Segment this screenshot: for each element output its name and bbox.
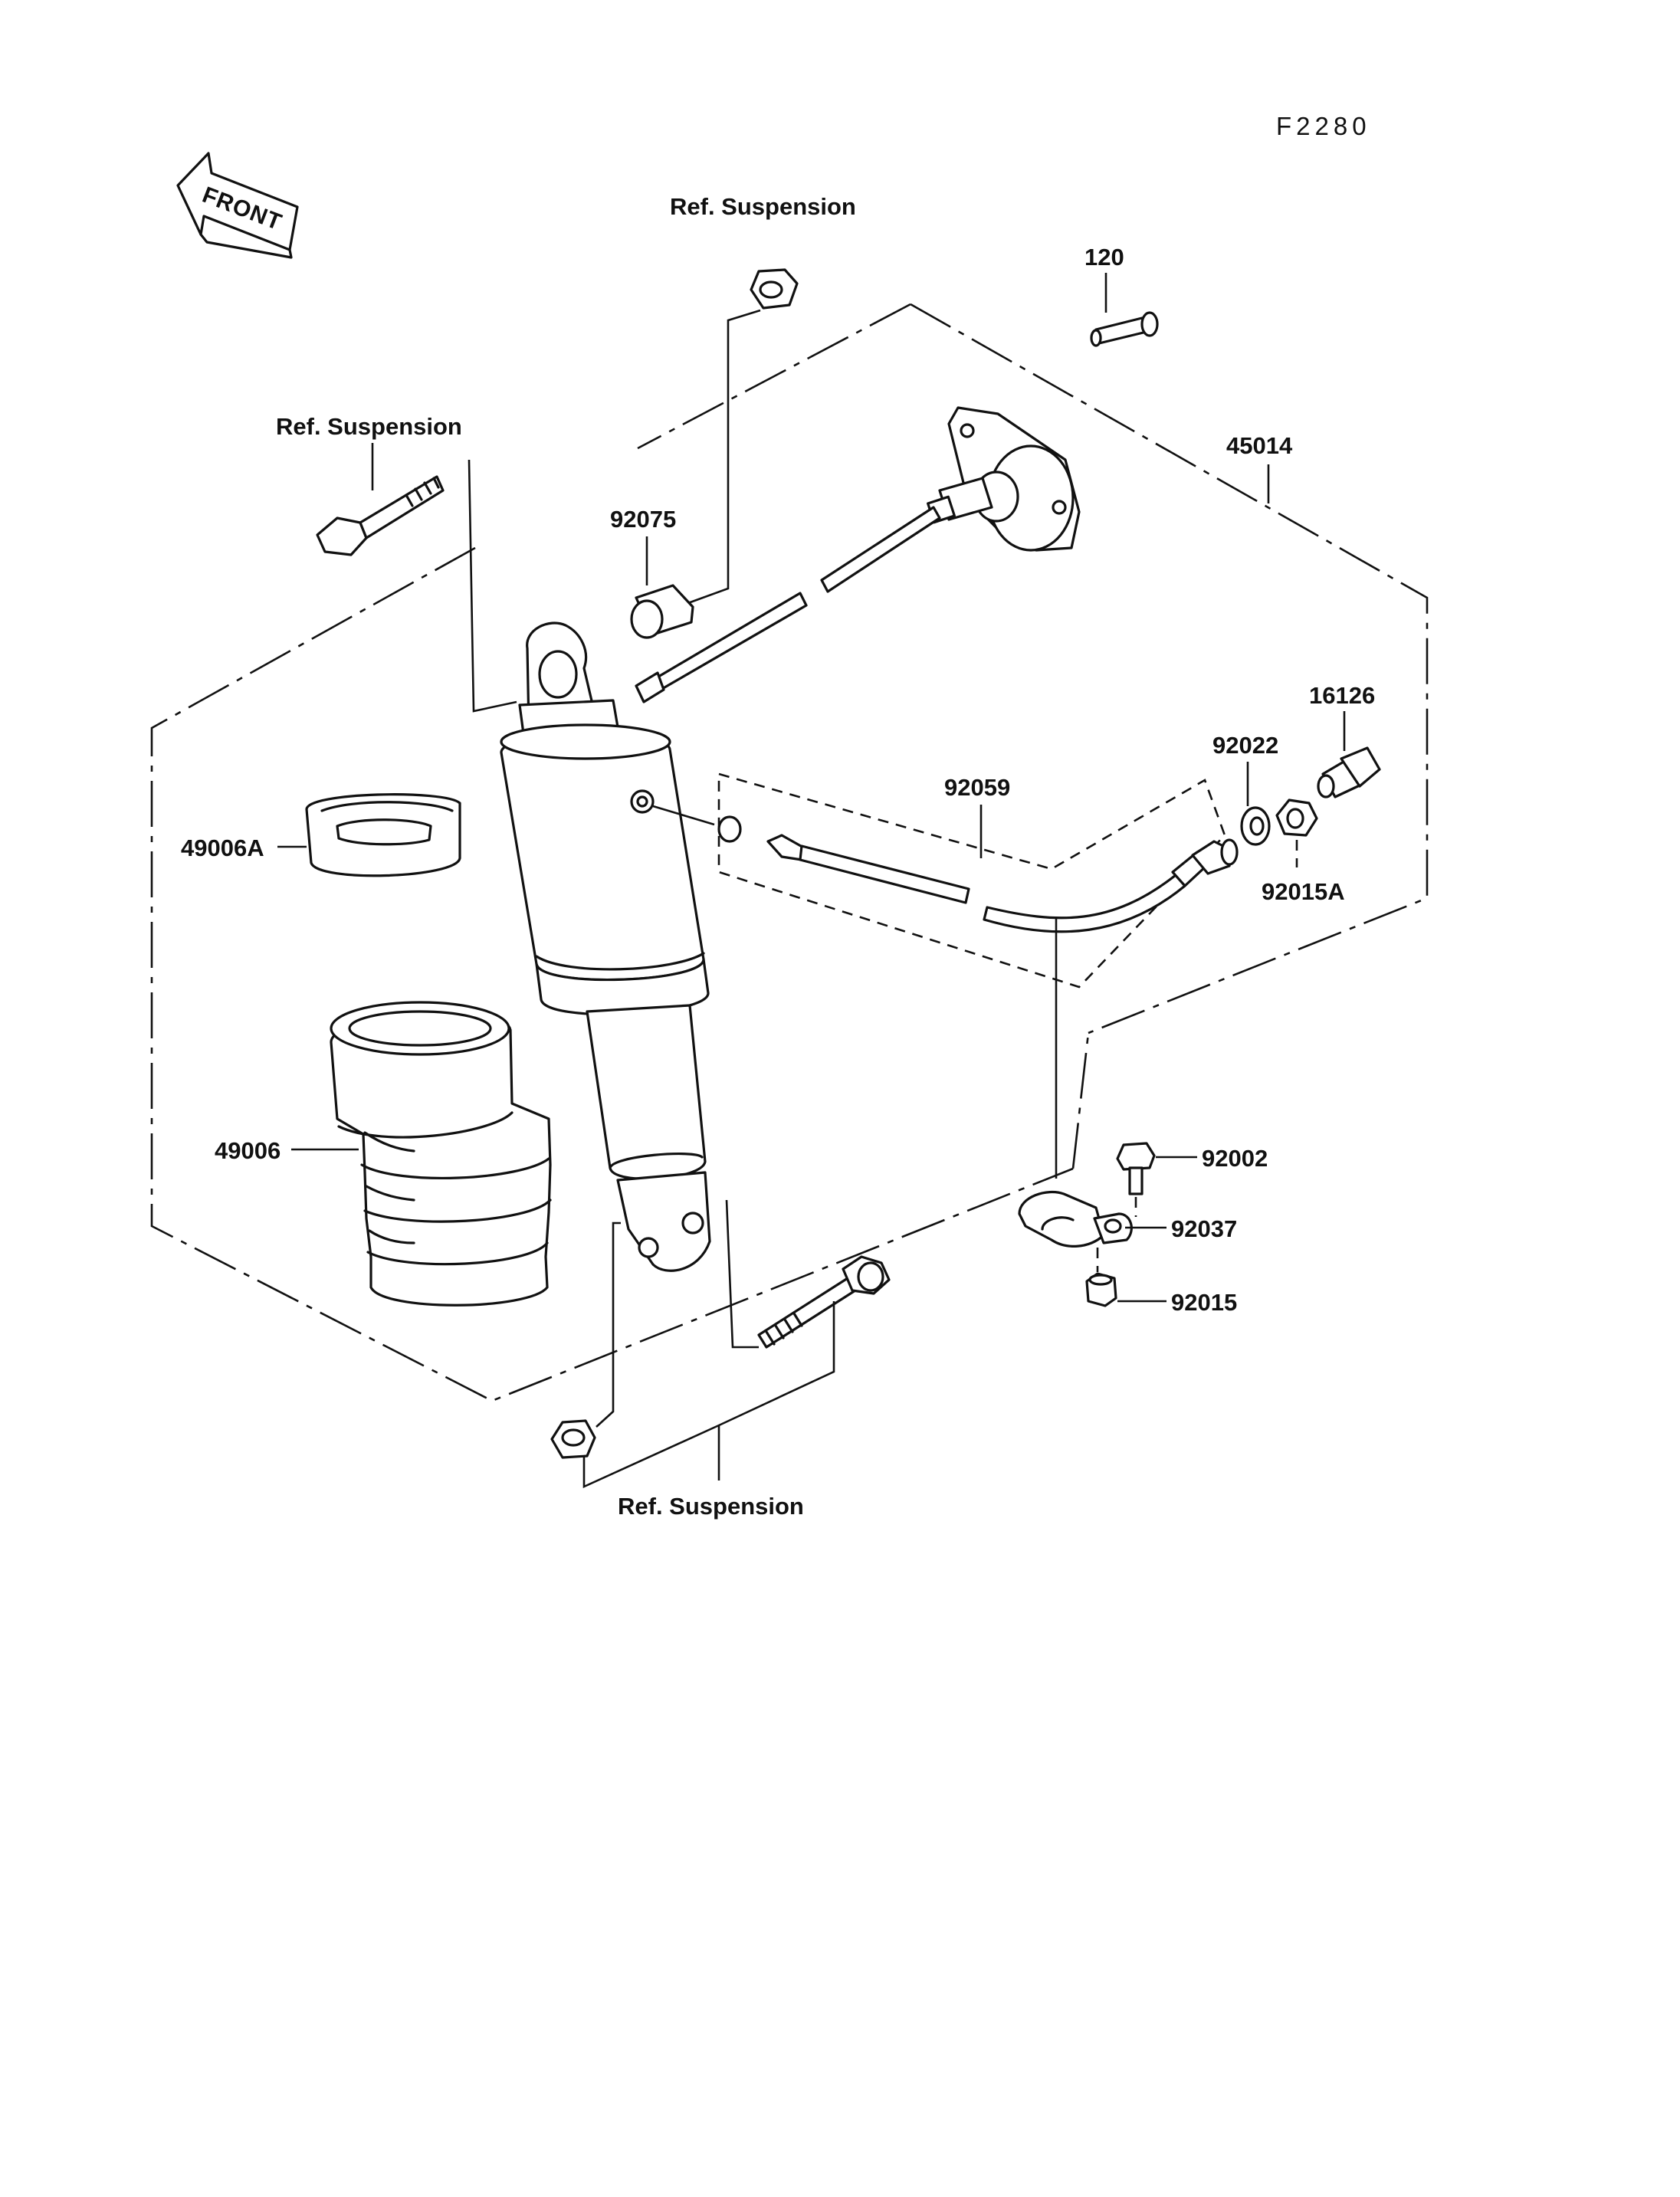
nut-lower — [550, 1419, 596, 1459]
part-label-92037: 92037 — [1171, 1215, 1237, 1242]
rear-shock-absorber — [500, 621, 711, 1272]
bellows-boot-49006 — [330, 1001, 552, 1307]
nut-top — [750, 268, 799, 310]
bolt-left — [316, 475, 445, 556]
part-label-16126: 16126 — [1309, 682, 1375, 709]
clamp-92037 — [1018, 1190, 1133, 1248]
part-label-49006A: 49006A — [181, 835, 264, 861]
part-label-120: 120 — [1084, 244, 1124, 271]
nut-92015 — [1085, 1272, 1117, 1307]
assembly-outline — [150, 303, 1429, 1402]
bushing-92075 — [630, 584, 694, 639]
diagram-code: F2280 — [1276, 112, 1371, 140]
ref-suspension-label-top: Ref. Suspension — [670, 193, 856, 220]
dust-cover-49006A — [305, 793, 461, 877]
ref-suspension-label-bottom: Ref. Suspension — [618, 1493, 804, 1520]
part-label-92022: 92022 — [1212, 732, 1278, 759]
bolt-92002 — [1116, 1142, 1156, 1195]
hose-92059 — [766, 834, 1239, 933]
part-label-45014: 45014 — [1226, 432, 1293, 459]
front-arrow-icon: FRONT — [176, 152, 299, 259]
nut-92015A — [1275, 798, 1318, 837]
part-label-92002: 92002 — [1202, 1145, 1268, 1172]
part-label-92075: 92075 — [610, 506, 676, 533]
bolt-120 — [1090, 311, 1159, 347]
ref-suspension-label-left: Ref. Suspension — [276, 413, 462, 440]
part-label-92015: 92015 — [1171, 1289, 1237, 1316]
bolt-lower — [757, 1255, 891, 1349]
part-label-92059: 92059 — [944, 774, 1010, 801]
adjuster-rod — [635, 506, 941, 703]
part-label-92015A: 92015A — [1262, 878, 1345, 905]
cap-16126 — [1317, 746, 1381, 798]
washer-92022 — [1240, 806, 1271, 846]
o-ring — [717, 815, 742, 843]
part-label-49006: 49006 — [215, 1137, 281, 1164]
damper-adjuster-45014 — [927, 406, 1081, 552]
